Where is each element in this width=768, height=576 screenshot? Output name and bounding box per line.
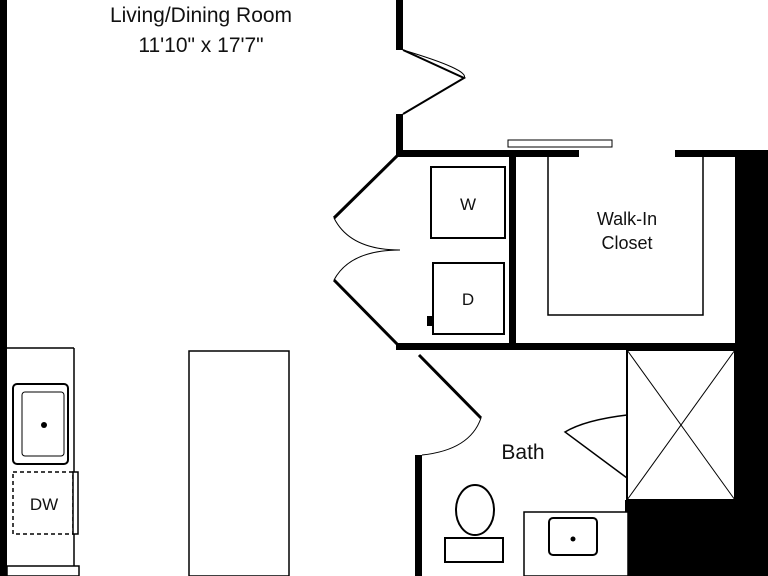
- vanity: [523, 511, 629, 576]
- bath-door-arc: [421, 417, 482, 456]
- dishwasher: [12, 471, 74, 535]
- wall-laundry-top: [396, 150, 509, 157]
- wall-bedroom-left: [396, 0, 403, 50]
- kitchen-sink-drain: [41, 422, 47, 428]
- laundry-wall-diag-bottom: [332, 278, 402, 349]
- bath-label: Bath: [501, 441, 544, 464]
- living-dining-name: Living/Dining Room: [110, 4, 292, 27]
- bath-door-diag: [417, 353, 483, 420]
- closet-label-line1: Walk-In: [597, 209, 657, 229]
- washer: [430, 166, 506, 239]
- wall-closet-top-right: [675, 150, 735, 157]
- closet-shelf: [547, 157, 704, 316]
- dishwasher-label: DW: [30, 495, 58, 514]
- laundry-door-arc-top: [333, 217, 401, 251]
- exterior-wall-right-bottom: [625, 500, 768, 576]
- dryer: [432, 262, 505, 335]
- dryer-label: D: [462, 290, 474, 309]
- wall-bedroom-left-lower: [396, 114, 403, 156]
- dishwasher-door: [72, 471, 79, 535]
- living-dining-dimensions: 11'10" x 17'7": [138, 34, 263, 57]
- closet-label-line2: Closet: [601, 233, 652, 253]
- toilet-bowl: [455, 484, 495, 536]
- vanity-drain: [570, 536, 576, 542]
- bedroom-door-arc: [402, 49, 465, 79]
- closet-door-track: [507, 139, 613, 148]
- shower-door: [563, 414, 628, 479]
- laundry-door-arc-bottom: [333, 249, 401, 281]
- toilet-tank: [444, 537, 504, 563]
- wall-closet-top-left: [509, 150, 579, 157]
- wall-laundry-bottom: [396, 343, 736, 350]
- wall-laundry-closet: [509, 150, 516, 348]
- wall-bath-left: [415, 455, 422, 576]
- shower-cross-2: [626, 349, 736, 501]
- washer-label: W: [460, 195, 476, 214]
- dryer-vent: [427, 316, 433, 326]
- wall-kitchen-top: [0, 345, 7, 576]
- range: [6, 565, 80, 576]
- kitchen-island: [188, 350, 290, 576]
- exterior-wall-left: [0, 0, 7, 345]
- laundry-wall-diag-top: [332, 151, 402, 220]
